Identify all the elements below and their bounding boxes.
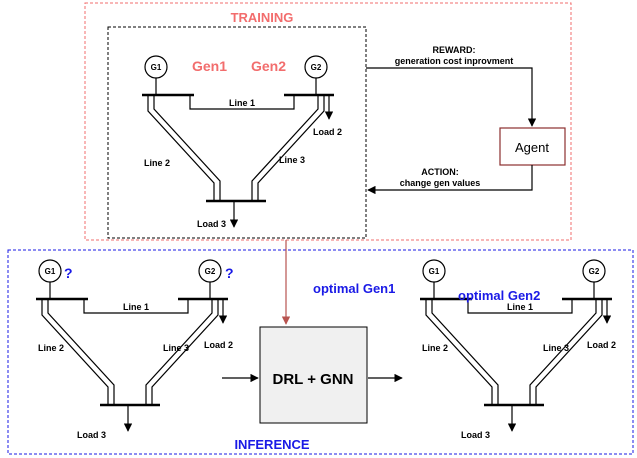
inference-input-grid: G1 G2 Line 1 Line 2 Line 3 Load 2 Load 3 bbox=[36, 260, 233, 440]
action-arrow bbox=[367, 165, 533, 195]
action-text: change gen values bbox=[400, 178, 481, 188]
line1-label: Line 1 bbox=[123, 302, 149, 312]
inference-title: INFERENCE bbox=[234, 437, 309, 452]
load3-label: Load 3 bbox=[461, 430, 490, 440]
optimal-gen2-label: optimal Gen2 bbox=[458, 288, 540, 303]
g2-label: G2 bbox=[589, 267, 600, 276]
action-title: ACTION: bbox=[421, 167, 459, 177]
g2-label: G2 bbox=[311, 63, 322, 72]
line1-label: Line 1 bbox=[229, 98, 255, 108]
g1-label: G1 bbox=[45, 267, 56, 276]
gen2-label: Gen2 bbox=[251, 58, 286, 74]
agent-label: Agent bbox=[515, 140, 549, 155]
model-label: DRL + GNN bbox=[273, 371, 354, 388]
line3-label: Line 3 bbox=[163, 343, 189, 353]
load2-label: Load 2 bbox=[204, 340, 233, 350]
load2-label: Load 2 bbox=[587, 340, 616, 350]
training-grid-box bbox=[107, 26, 367, 239]
model-box bbox=[259, 326, 368, 424]
load2-label: Load 2 bbox=[313, 127, 342, 137]
line1-label: Line 1 bbox=[507, 302, 533, 312]
agent-box bbox=[499, 127, 566, 166]
training-title: TRAINING bbox=[231, 10, 294, 25]
line2-label: Line 2 bbox=[422, 343, 448, 353]
training-frame bbox=[84, 2, 572, 241]
optimal-gen1-label: optimal Gen1 bbox=[313, 281, 395, 296]
g1-label: G1 bbox=[429, 267, 440, 276]
unknown-g1-mark: ? bbox=[64, 265, 73, 281]
load3-label: Load 3 bbox=[77, 430, 106, 440]
g1-label: G1 bbox=[151, 63, 162, 72]
inference-output-grid: G1 G2 Line 1 Line 2 Line 3 Load 2 Load 3 bbox=[420, 260, 616, 440]
line3-label: Line 3 bbox=[279, 155, 305, 165]
unknown-g2-mark: ? bbox=[225, 265, 234, 281]
training-grid: G1 G2 Line 1 Line 2 Line 3 Load 2 Load 3 bbox=[142, 56, 342, 229]
load3-label: Load 3 bbox=[197, 219, 226, 229]
g2-label: G2 bbox=[205, 267, 216, 276]
line2-label: Line 2 bbox=[144, 158, 170, 168]
inference-frame bbox=[7, 249, 634, 455]
reward-arrow bbox=[366, 67, 537, 127]
gen1-label: Gen1 bbox=[192, 58, 227, 74]
line2-label: Line 2 bbox=[38, 343, 64, 353]
line3-label: Line 3 bbox=[543, 343, 569, 353]
reward-text: generation cost inprovment bbox=[395, 56, 514, 66]
reward-title: REWARD: bbox=[433, 45, 476, 55]
